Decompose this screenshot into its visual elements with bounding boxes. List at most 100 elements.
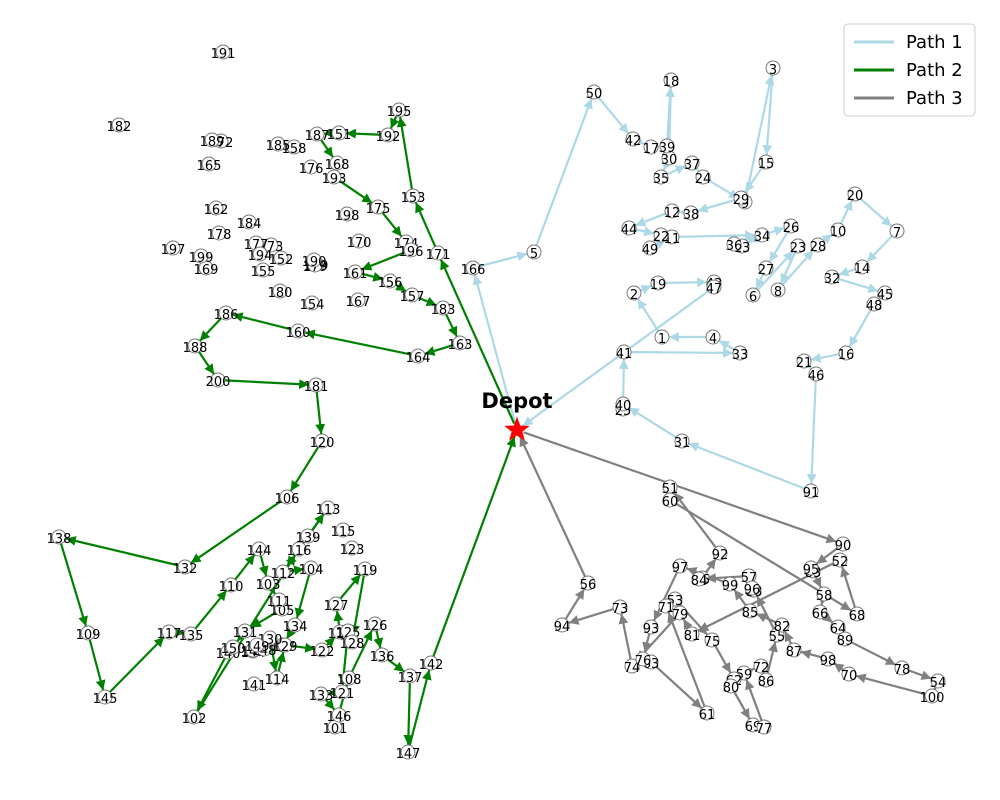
path-1-edge — [628, 406, 677, 439]
route-edges — [59, 74, 943, 746]
node-label: 195 — [387, 105, 412, 120]
path-1-edge — [678, 230, 756, 241]
node-label: 1 — [658, 332, 666, 347]
node-marker — [810, 237, 826, 253]
node-label: 113 — [316, 503, 341, 518]
node-marker — [722, 576, 738, 592]
node-marker — [291, 541, 307, 557]
path-1-edge — [762, 74, 774, 156]
path-2-edge — [432, 436, 516, 657]
path-2-edge — [194, 589, 228, 630]
node-marker — [803, 483, 819, 499]
node-label: 44 — [621, 223, 638, 238]
node-marker — [732, 345, 748, 361]
node-label: 191 — [211, 47, 236, 62]
node-label: 75 — [704, 635, 721, 650]
node-marker — [654, 329, 670, 345]
node-label: 21 — [796, 356, 813, 371]
node-label: 22 — [653, 230, 670, 245]
node-marker — [847, 186, 863, 202]
node-label: 77 — [756, 722, 773, 737]
node-label: 109 — [76, 628, 101, 643]
node-marker — [663, 72, 679, 88]
path-1-edge — [848, 309, 872, 348]
path-2-edge — [190, 500, 282, 564]
node-label: 5 — [530, 247, 538, 262]
node-label: 97 — [672, 561, 689, 576]
path-1-edge — [810, 352, 840, 363]
node-label: 37 — [684, 158, 701, 173]
node-marker — [758, 154, 774, 170]
node-label: 145 — [93, 692, 118, 707]
node-marker — [306, 252, 322, 268]
path-3-edge — [642, 633, 652, 653]
node-marker — [251, 541, 267, 557]
node-marker — [770, 282, 786, 298]
node-label: 183 — [431, 303, 456, 318]
node-marker — [706, 279, 722, 295]
path-1-edge — [779, 251, 797, 285]
node-label: 152 — [269, 253, 294, 268]
node-label: 39 — [659, 141, 676, 156]
path-1-edge — [640, 284, 652, 295]
node-marker — [51, 529, 67, 545]
node-label: 95 — [803, 563, 820, 578]
path-3-edge — [714, 645, 732, 674]
node-marker — [626, 285, 642, 301]
path-2-edge — [361, 251, 405, 271]
customer-nodes: 1234567891011121314151617181920212223242… — [47, 44, 947, 762]
path-2-edge — [350, 575, 365, 636]
node-marker — [841, 666, 857, 682]
node-marker — [351, 233, 367, 249]
node-marker — [924, 688, 940, 704]
path-2-edge — [232, 312, 292, 331]
node-label: 98 — [820, 654, 837, 669]
path-1-edge — [678, 207, 690, 218]
node-label: 23 — [790, 241, 807, 256]
node-label: 42 — [625, 134, 642, 149]
node-marker — [339, 206, 355, 222]
node-label: 134 — [283, 620, 308, 635]
node-marker — [208, 200, 224, 216]
path-3-edge — [784, 630, 794, 645]
node-label: 164 — [406, 351, 431, 366]
node-label: 194 — [248, 249, 273, 264]
node-label: 30 — [661, 153, 678, 168]
node-marker — [303, 159, 319, 175]
node-label: 94 — [554, 620, 571, 635]
path-3-edge — [800, 649, 822, 660]
node-marker — [80, 625, 96, 641]
path-2-edge — [395, 281, 407, 293]
node-label: 47 — [706, 282, 723, 297]
path-2-edge — [269, 644, 279, 672]
node-marker — [526, 244, 542, 260]
path-1-edge — [768, 231, 789, 263]
node-label: 90 — [835, 539, 852, 554]
node-label: 105 — [270, 604, 295, 619]
path-2-edge — [258, 555, 269, 577]
node-label: 139 — [296, 531, 321, 546]
path-3-edge — [667, 612, 706, 707]
node-marker — [754, 227, 770, 243]
node-label: 15 — [758, 157, 775, 172]
node-label: 54 — [930, 676, 947, 691]
node-marker — [260, 575, 276, 591]
path-2-edge — [424, 344, 454, 356]
path-1-edge — [630, 347, 734, 358]
path-2-edge — [373, 630, 384, 649]
depot-label: Depot — [481, 389, 552, 413]
node-marker — [624, 658, 640, 674]
node-marker — [672, 558, 688, 574]
node-label: 100 — [920, 691, 945, 706]
node-marker — [223, 577, 239, 593]
path-2-edge — [294, 574, 311, 619]
node-label: 185 — [266, 139, 291, 154]
node-marker — [756, 719, 772, 735]
node-label: 26 — [783, 221, 800, 236]
path-3-edge — [855, 673, 926, 696]
node-marker — [290, 323, 306, 339]
node-marker — [308, 377, 324, 393]
path-1-edge — [859, 197, 893, 228]
node-marker — [808, 366, 824, 382]
